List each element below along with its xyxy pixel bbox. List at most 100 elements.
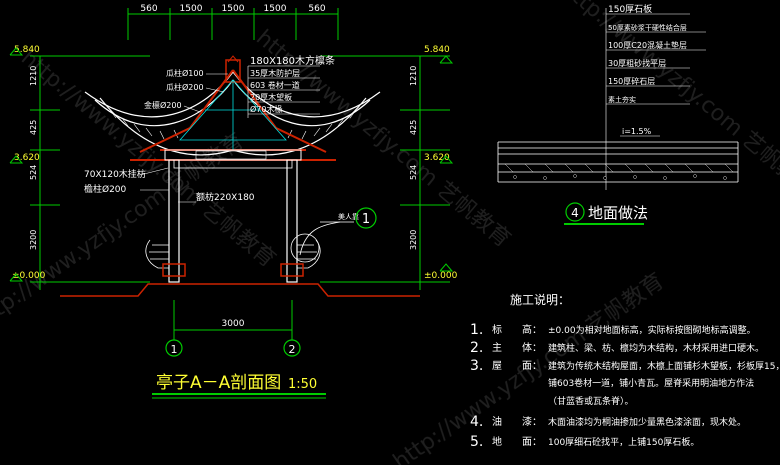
dim-text: 1500 bbox=[264, 4, 287, 14]
note-text: ±0.00为相对地面标高，实际标按图砌地标高调整。 bbox=[548, 324, 756, 336]
floor-layer-labels: 150厚石板 50厚素砂浆干硬性结合层 100厚C20混凝土垫层 30厚粗砂找平… bbox=[608, 3, 687, 104]
drawing-scale: 1:50 bbox=[288, 377, 317, 392]
floor-layer: 素土夯实 bbox=[608, 95, 636, 104]
dim-text: 560 bbox=[140, 4, 157, 14]
member-label: 额枋220X180 bbox=[196, 191, 255, 203]
right-vertical-dim-values: 1210 425 524 3200 bbox=[409, 66, 418, 250]
elevation-markers-right bbox=[439, 55, 454, 272]
note-text: 铺603卷材一道，铺小青瓦。屋脊采用明油地方作法 bbox=[548, 377, 754, 389]
axis-label: 2 bbox=[289, 343, 296, 356]
top-dimension-chain bbox=[127, 8, 339, 40]
axis-label: 1 bbox=[171, 343, 178, 356]
note-number: 1. bbox=[470, 322, 483, 338]
floor-layer: 100厚C20混凝土垫层 bbox=[608, 40, 687, 50]
elevation-text: ±0.000 bbox=[12, 271, 46, 281]
note-text: 100厚细石砼找平，上铺150厚石板。 bbox=[548, 436, 699, 448]
note-item: 5. 地 面： 100厚细石砼找平，上铺150厚石板。 bbox=[470, 434, 699, 450]
notes-heading: 施工说明： bbox=[510, 292, 570, 307]
dim-text: 524 bbox=[29, 165, 38, 180]
dim-text: 1210 bbox=[29, 66, 38, 86]
leader-lines bbox=[139, 73, 228, 203]
floor-hatch bbox=[504, 163, 734, 180]
elevation-text: 5.840 bbox=[424, 45, 450, 55]
roof-note: 603 卷材一道 bbox=[250, 80, 300, 90]
elevation-text: 3.620 bbox=[14, 153, 40, 163]
note-number: 5. bbox=[470, 434, 483, 450]
member-label: 檐柱Ø200 bbox=[84, 183, 127, 195]
floor-slope: i=1.5% bbox=[622, 127, 652, 136]
note-number: 3. bbox=[470, 358, 483, 374]
floor-layer: 50厚素砂浆干硬性结合层 bbox=[608, 23, 687, 32]
left-vertical-dim-values: 1210 425 524 3200 bbox=[29, 66, 38, 250]
drawing-title: 亭子A－A剖面图 bbox=[156, 373, 281, 393]
elevation-text: 5.840 bbox=[14, 45, 40, 55]
floor-detail-title: 4 地面做法 bbox=[564, 202, 648, 225]
note-item: 3. 屋 面： 建筑为传统木结构屋面，木檩上面铺杉木望板，杉板厚15， bbox=[470, 358, 780, 374]
column-bases bbox=[162, 263, 304, 277]
dim-text: 1500 bbox=[180, 4, 203, 14]
right-vertical-dims bbox=[320, 55, 450, 290]
left-vertical-dims bbox=[30, 55, 150, 290]
roof-note: 35厚木防护层 bbox=[250, 68, 300, 78]
left-elevations: 5.840 3.620 ±0.000 bbox=[12, 45, 46, 281]
note-text: 建筑为传统木结构屋面，木檩上面铺杉木望板，杉板厚15， bbox=[548, 360, 780, 372]
axis-markers: 1 2 bbox=[165, 339, 301, 357]
floor-layer: 150厚石板 bbox=[608, 3, 652, 15]
construction-notes: 施工说明： 1. 标 高： ±0.00为相对地面标高，实际标按图砌地标高调整。 … bbox=[470, 292, 780, 450]
elevation-text: 3.620 bbox=[424, 153, 450, 163]
roof-note: 20厚木望板 bbox=[250, 92, 292, 102]
note-number: 4. bbox=[470, 414, 483, 430]
detail-number: 1 bbox=[362, 212, 370, 227]
member-label: 瓜柱Ø200 bbox=[166, 82, 204, 92]
top-dimension-values: 560 1500 1500 1500 560 bbox=[140, 4, 325, 14]
dim-text: 3200 bbox=[29, 230, 38, 250]
note-label: 屋 面： bbox=[492, 360, 542, 372]
note-item: 2. 主 体： 建筑柱、梁、枋、檩均为木结构，木材采用进口硬木。 bbox=[470, 340, 764, 356]
span-dimension bbox=[173, 300, 293, 340]
roof-note: 180X180木方檩条 bbox=[250, 54, 335, 67]
section-drawing: 560 1500 1500 1500 560 1210 425 524 3200… bbox=[9, 4, 458, 399]
ground-line bbox=[60, 283, 420, 297]
elevation-text: ±0.000 bbox=[424, 271, 458, 281]
detail-title: 地面做法 bbox=[588, 204, 648, 222]
roof-frame bbox=[179, 79, 287, 150]
note-number: 2. bbox=[470, 340, 483, 356]
section-title: 亭子A－A剖面图 1:50 bbox=[152, 373, 326, 399]
member-label: 金檩Ø200 bbox=[144, 100, 182, 110]
floor-layers bbox=[497, 141, 739, 183]
right-elevations: 5.840 3.620 ±0.000 bbox=[424, 45, 458, 281]
dim-text: 3200 bbox=[409, 230, 418, 250]
note-item: 4. 油 漆： 木面油漆均为桐油掺加少量黑色漆涂面，现木处。 bbox=[470, 414, 746, 430]
dim-text: 425 bbox=[409, 120, 418, 135]
dim-text: 524 bbox=[409, 165, 418, 180]
dim-text: 560 bbox=[308, 4, 325, 14]
detail-callout: 美人靠 1 bbox=[290, 207, 377, 263]
note-item: 1. 标 高： ±0.00为相对地面标高，实际标按图砌地标高调整。 bbox=[470, 322, 756, 338]
floor-layer-leaders bbox=[605, 8, 706, 190]
note-label: 标 高： bbox=[492, 323, 542, 336]
detail-tag: 美人靠 bbox=[338, 212, 359, 221]
dim-text: 1500 bbox=[222, 4, 245, 14]
floor-layer: 30厚粗砂找平层 bbox=[608, 58, 666, 68]
note-label: 主 体： bbox=[492, 342, 542, 354]
detail-number: 4 bbox=[571, 206, 579, 220]
member-label: 瓜柱Ø100 bbox=[166, 68, 204, 78]
columns bbox=[168, 159, 298, 283]
roof-notes: 180X180木方檩条 35厚木防护层 603 卷材一道 20厚木望板 Ø70木… bbox=[247, 54, 335, 118]
member-label: 70X120木挂枋 bbox=[84, 168, 146, 180]
dim-text: 425 bbox=[29, 120, 38, 135]
dim-text: 1210 bbox=[409, 66, 418, 86]
note-text: （甘蓝香或瓦条脊）。 bbox=[548, 395, 634, 407]
floor-detail: 150厚石板 50厚素砂浆干硬性结合层 100厚C20混凝土垫层 30厚粗砂找平… bbox=[497, 3, 739, 225]
note-label: 油 漆： bbox=[492, 415, 542, 428]
note-text: 建筑柱、梁、枋、檩均为木结构，木材采用进口硬木。 bbox=[548, 342, 764, 354]
floor-layer: 150厚碎石层 bbox=[608, 76, 655, 86]
roof-note: Ø70木椽 bbox=[250, 104, 282, 114]
note-label: 地 面： bbox=[492, 435, 542, 448]
note-text: 木面油漆均为桐油掺加少量黑色漆涂面，现木处。 bbox=[548, 416, 746, 428]
span-text: 3000 bbox=[222, 319, 245, 329]
elevation-markers-left bbox=[9, 47, 24, 282]
member-labels: 瓜柱Ø100 瓜柱Ø200 金檩Ø200 70X120木挂枋 檐柱Ø200 额枋… bbox=[84, 68, 255, 203]
